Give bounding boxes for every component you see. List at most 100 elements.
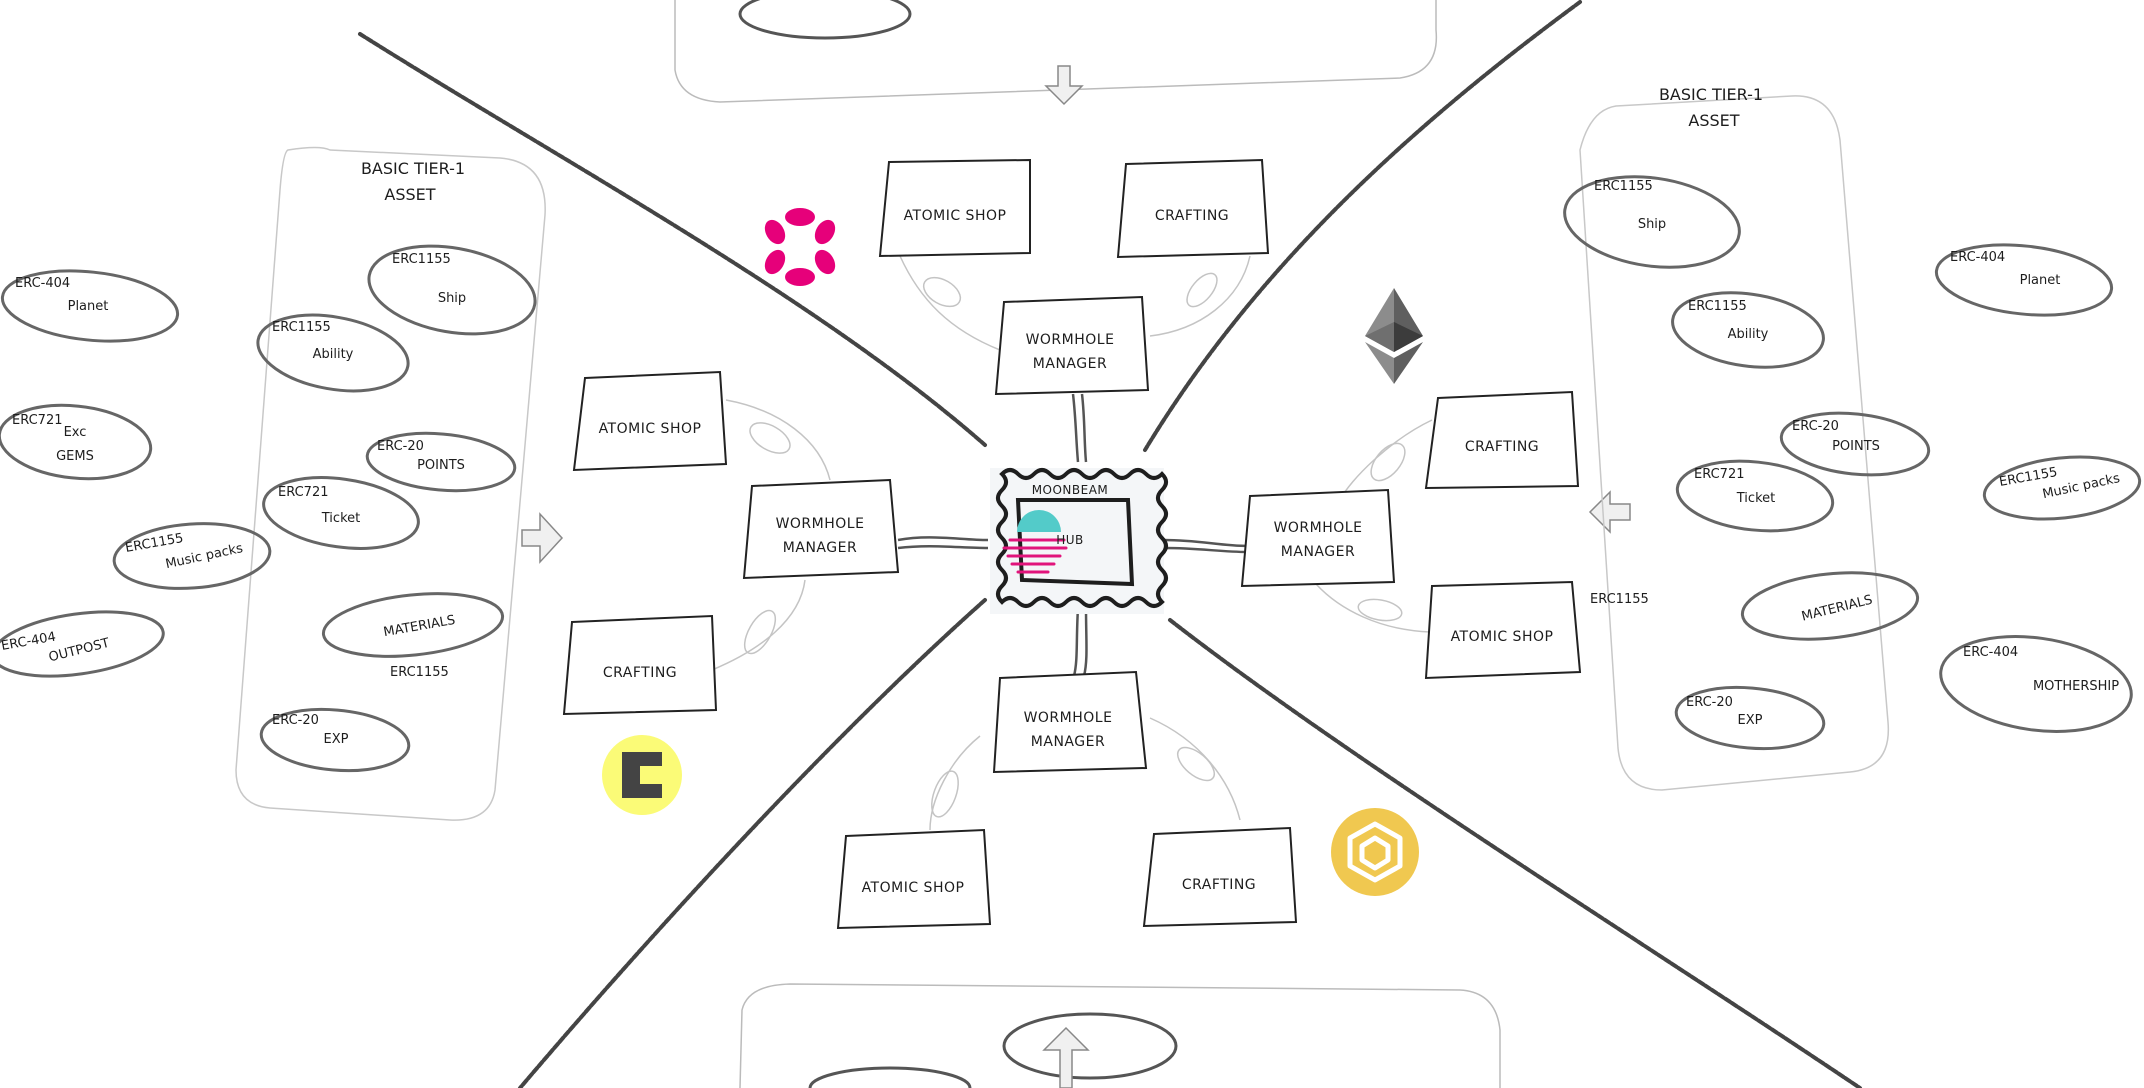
bnb-icon — [1331, 808, 1419, 896]
left-outside-music-packs[interactable]: ERC1155 Music packs — [112, 519, 272, 594]
right-asset-exp[interactable]: ERC-20 EXP — [1674, 682, 1827, 755]
right-asset-ticket-oval — [1675, 459, 1835, 533]
right-asset-ship[interactable]: ERC1155 Ship — [1559, 166, 1746, 278]
bottom-crafting-box — [1142, 826, 1298, 928]
hub-connectors — [897, 393, 1249, 677]
left-atomic-shop[interactable]: ATOMIC SHOP — [572, 370, 728, 472]
right-wormhole-manager[interactable]: WORMHOLE MANAGER — [1240, 488, 1396, 588]
right-outside-mothership[interactable]: ERC-404 MOTHERSHIP — [1935, 625, 2138, 743]
left-panel-title-line2: ASSET — [384, 185, 435, 204]
top-wormhole-manager-label1: WORMHOLE — [1026, 332, 1115, 348]
left-crafting-label: CRAFTING — [603, 665, 677, 681]
right-stray-standard: ERC1155 — [1590, 592, 1649, 607]
right-asset-materials-name: MATERIALS — [1800, 593, 1874, 625]
left-asset-ship-name: Ship — [438, 291, 466, 306]
right-asset-ability-name: Ability — [1728, 327, 1769, 342]
right-panel-title-line1: BASIC TIER-1 — [1659, 85, 1763, 104]
left-outside-gems[interactable]: ERC721 Exc GEMS — [0, 398, 154, 485]
right-atomic-shop-label: ATOMIC SHOP — [1451, 629, 1554, 645]
moonbeam-hub[interactable]: MOONBEAM HUB — [990, 468, 1168, 614]
left-asset-ship[interactable]: ERC1155 Ship — [362, 234, 542, 346]
right-outside-planet[interactable]: ERC-404 Planet — [1933, 237, 2115, 323]
divider-bottom-right — [1168, 618, 1862, 1088]
bottom-wormhole-manager-label2: MANAGER — [1031, 734, 1105, 750]
left-asset-materials[interactable]: MATERIALS — [320, 586, 505, 664]
right-outside-planet-name: Planet — [2020, 273, 2061, 288]
left-outside-gems-standard: ERC721 — [12, 413, 63, 428]
left-outside-music-packs-oval — [112, 522, 272, 590]
left-asset-ability[interactable]: ERC1155 Ability — [252, 304, 414, 401]
right-asset-exp-standard: ERC-20 — [1686, 695, 1733, 710]
left-asset-ability-standard: ERC1155 — [272, 320, 331, 335]
right-panel-border — [1579, 95, 1890, 791]
right-crafting[interactable]: CRAFTING — [1424, 390, 1580, 490]
left-outside-outpost[interactable]: ERC-404 OUTPOST — [0, 602, 167, 685]
left-wormhole-manager[interactable]: WORMHOLE MANAGER — [742, 478, 900, 580]
right-atomic-shop[interactable]: ATOMIC SHOP — [1424, 580, 1582, 680]
left-asset-points-standard: ERC-20 — [377, 439, 424, 454]
hub-label-line2: HUB — [1056, 533, 1084, 547]
left-panel-title-line1: BASIC TIER-1 — [361, 159, 465, 178]
right-outside-mothership-name: MOTHERSHIP — [2033, 679, 2119, 694]
left-asset-materials-name: MATERIALS — [382, 613, 456, 640]
diagonal-dividers — [358, 0, 1862, 1088]
bottom-crafting-label: CRAFTING — [1182, 877, 1256, 893]
top-cluster: ATOMIC SHOP CRAFTING WORMHOLE MANAGER — [878, 158, 1270, 396]
left-outside-planet-oval — [0, 269, 180, 343]
top-wormhole-manager-label2: MANAGER — [1033, 356, 1107, 372]
bottom-partial-asset-oval — [1002, 1012, 1178, 1080]
right-asset-ticket-name: Ticket — [1736, 491, 1775, 506]
right-asset-ability-standard: ERC1155 — [1688, 299, 1747, 314]
left-asset-materials-oval — [321, 592, 505, 658]
right-asset-exp-name: EXP — [1738, 713, 1763, 728]
right-asset-ability[interactable]: ERC1155 Ability — [1668, 284, 1829, 376]
top-atomic-shop-box — [878, 158, 1031, 258]
right-asset-ship-name: Ship — [1638, 217, 1666, 232]
left-asset-exp-name: EXP — [324, 732, 349, 747]
moonbeam-logo-moon — [1017, 510, 1061, 532]
top-atomic-shop[interactable]: ATOMIC SHOP — [878, 158, 1031, 258]
left-asset-ticket[interactable]: ERC721 Ticket — [259, 468, 423, 557]
top-crafting-label: CRAFTING — [1155, 208, 1229, 224]
bottom-wormhole-manager-label1: WORMHOLE — [1024, 710, 1113, 726]
left-outside-outpost-oval — [0, 610, 165, 678]
top-partial-asset-oval — [738, 0, 912, 40]
right-asset-points[interactable]: ERC-20 POINTS — [1778, 406, 1931, 481]
hub-inner-frame — [1015, 498, 1135, 587]
bottom-crafting[interactable]: CRAFTING — [1142, 826, 1298, 928]
arrow-right-to-left — [1588, 490, 1631, 534]
bottom-atomic-shop-label: ATOMIC SHOP — [862, 880, 965, 896]
left-asset-ability-oval — [256, 313, 410, 393]
divider-top-right — [1143, 0, 1582, 452]
left-outside-planet[interactable]: ERC-404 Planet — [0, 263, 181, 349]
top-crafting-box — [1116, 158, 1270, 259]
right-asset-points-standard: ERC-20 — [1792, 419, 1839, 434]
right-asset-materials[interactable]: MATERIALS — [1739, 565, 1921, 647]
left-asset-ability-name: Ability — [313, 347, 354, 362]
right-asset-ship-oval — [1563, 175, 1741, 269]
right-outside-planet-standard: ERC-404 — [1950, 250, 2005, 265]
left-asset-points-oval — [365, 431, 517, 493]
hub-label-line1: MOONBEAM — [1032, 483, 1109, 497]
right-asset-ticket[interactable]: ERC721 Ticket — [1674, 454, 1836, 538]
left-asset-points[interactable]: ERC-20 POINTS — [365, 428, 517, 497]
arrow-bottom-up — [1042, 1026, 1090, 1088]
left-crafting[interactable]: CRAFTING — [562, 614, 718, 716]
left-asset-ticket-standard: ERC721 — [278, 485, 329, 500]
right-outside-music-packs[interactable]: ERC1155 Music packs — [1981, 450, 2142, 526]
bottom-atomic-shop[interactable]: ATOMIC SHOP — [836, 828, 992, 930]
left-crafting-box — [562, 614, 718, 716]
right-asset-ability-oval — [1671, 291, 1825, 369]
top-wormhole-manager-box — [994, 295, 1150, 396]
top-crafting[interactable]: CRAFTING — [1116, 158, 1270, 259]
arrow-top-down — [1044, 65, 1084, 106]
bottom-wormhole-manager[interactable]: WORMHOLE MANAGER — [992, 670, 1148, 774]
top-wormhole-manager[interactable]: WORMHOLE MANAGER — [994, 295, 1150, 396]
polkadot-icon — [764, 208, 836, 286]
left-asset-ticket-oval — [262, 476, 420, 550]
left-outside-planet-standard: ERC-404 — [15, 276, 70, 291]
right-asset-points-name: POINTS — [1832, 439, 1880, 454]
left-asset-exp[interactable]: ERC-20 EXP — [259, 704, 412, 777]
left-asset-ship-oval — [367, 244, 537, 336]
left-wormhole-manager-label2: MANAGER — [783, 540, 857, 556]
